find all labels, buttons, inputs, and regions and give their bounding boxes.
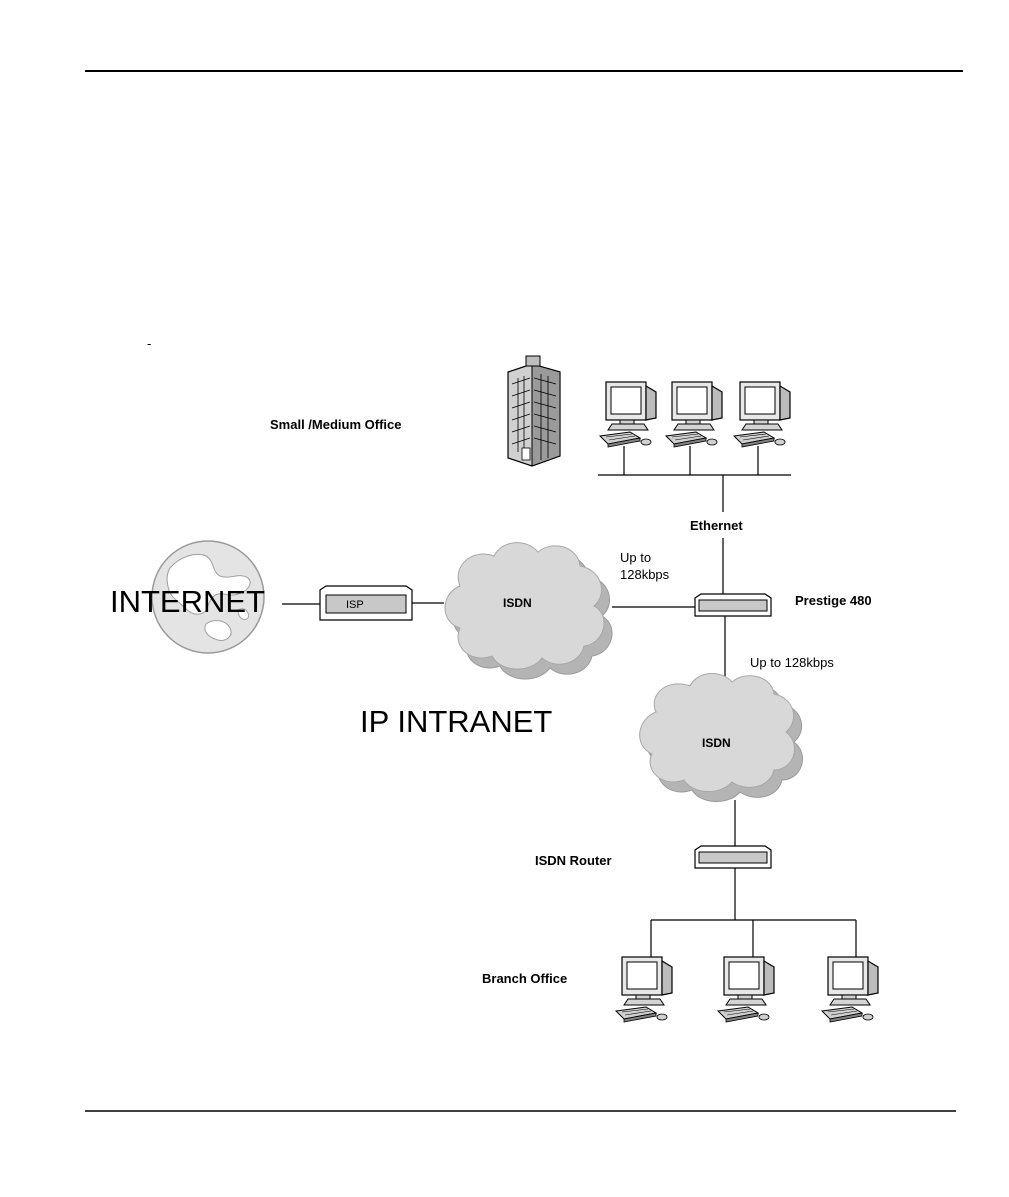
internet-label: INTERNET — [110, 584, 265, 619]
isdn-router-icon — [695, 846, 771, 868]
ethernet-label: Ethernet — [690, 518, 743, 533]
isp-label: ISP — [346, 599, 364, 611]
up-to-128kbps-label: 128kbps — [620, 567, 670, 582]
prestige-label: Prestige 480 — [795, 593, 872, 608]
branch-computer-icon — [718, 957, 774, 1022]
up-to-128kbps-down-label: Up to 128kbps — [750, 655, 834, 670]
prestige-router-icon — [695, 594, 771, 616]
isdn-router-label: ISDN Router — [535, 853, 612, 868]
ip-intranet-label: IP INTRANET — [360, 704, 552, 739]
small-medium-office-label: Small /Medium Office — [270, 417, 401, 432]
office-computer-icon — [666, 382, 722, 447]
isp-server-icon — [320, 586, 412, 620]
branch-office-label: Branch Office — [482, 971, 567, 986]
isdn-cloud-left — [445, 543, 612, 679]
branch-lan-bus — [651, 868, 856, 962]
office-computer-icon — [600, 382, 656, 447]
branch-computer-icon — [822, 957, 878, 1022]
office-building-icon — [508, 356, 560, 466]
up-to-label: Up to — [620, 550, 651, 565]
stray-dash: - — [147, 336, 151, 351]
office-computer-icon — [734, 382, 790, 447]
isdn-right-label: ISDN — [702, 736, 731, 750]
branch-computer-icon — [616, 957, 672, 1022]
isdn-left-label: ISDN — [503, 596, 532, 610]
